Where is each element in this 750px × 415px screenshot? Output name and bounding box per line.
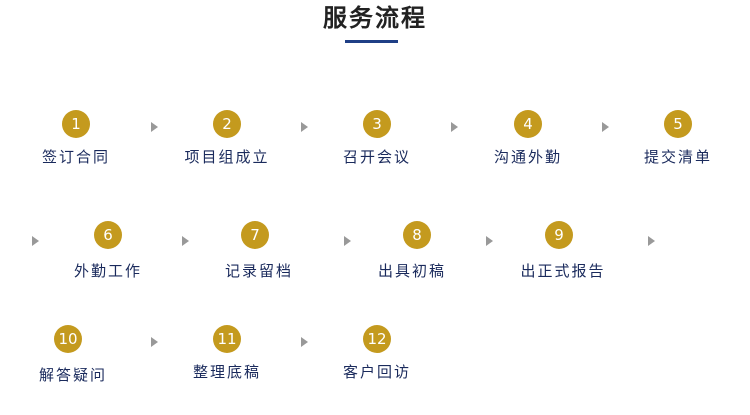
arrow-icon [301, 337, 308, 347]
step-1-number-badge: 1 [62, 110, 90, 138]
arrow-icon [344, 236, 351, 246]
step-12-label: 客户回访 [342, 363, 411, 381]
step-1-label: 签订合同 [41, 148, 110, 166]
arrow-icon [451, 122, 458, 132]
step-5-label: 提交清单 [643, 148, 712, 166]
page-title: 服务流程 [323, 4, 427, 32]
arrow-icon [301, 122, 308, 132]
step-9-number-badge: 9 [545, 221, 573, 249]
step-6-label: 外勤工作 [73, 262, 142, 280]
step-12-number-badge: 12 [363, 325, 391, 353]
step-4-number-badge: 4 [514, 110, 542, 138]
step-10-label: 解答疑问 [38, 366, 107, 384]
step-9-label: 出正式报告 [520, 262, 606, 280]
step-8-label: 出具初稿 [377, 262, 446, 280]
step-11-label: 整理底稿 [192, 363, 261, 381]
step-3-number-badge: 3 [363, 110, 391, 138]
arrow-icon [486, 236, 493, 246]
arrow-icon [602, 122, 609, 132]
step-4-label: 沟通外勤 [493, 148, 562, 166]
step-11-number-badge: 11 [213, 325, 241, 353]
title-underline [345, 40, 398, 43]
arrow-icon [151, 337, 158, 347]
step-7-number-badge: 7 [241, 221, 269, 249]
step-10-number-badge: 10 [54, 325, 82, 353]
step-2-label: 项目组成立 [184, 148, 270, 166]
arrow-icon [32, 236, 39, 246]
step-6-number-badge: 6 [94, 221, 122, 249]
step-5-number-badge: 5 [664, 110, 692, 138]
arrow-icon [182, 236, 189, 246]
step-3-label: 召开会议 [342, 148, 411, 166]
step-7-label: 记录留档 [224, 262, 293, 280]
step-2-number-badge: 2 [213, 110, 241, 138]
arrow-icon [648, 236, 655, 246]
step-8-number-badge: 8 [403, 221, 431, 249]
arrow-icon [151, 122, 158, 132]
